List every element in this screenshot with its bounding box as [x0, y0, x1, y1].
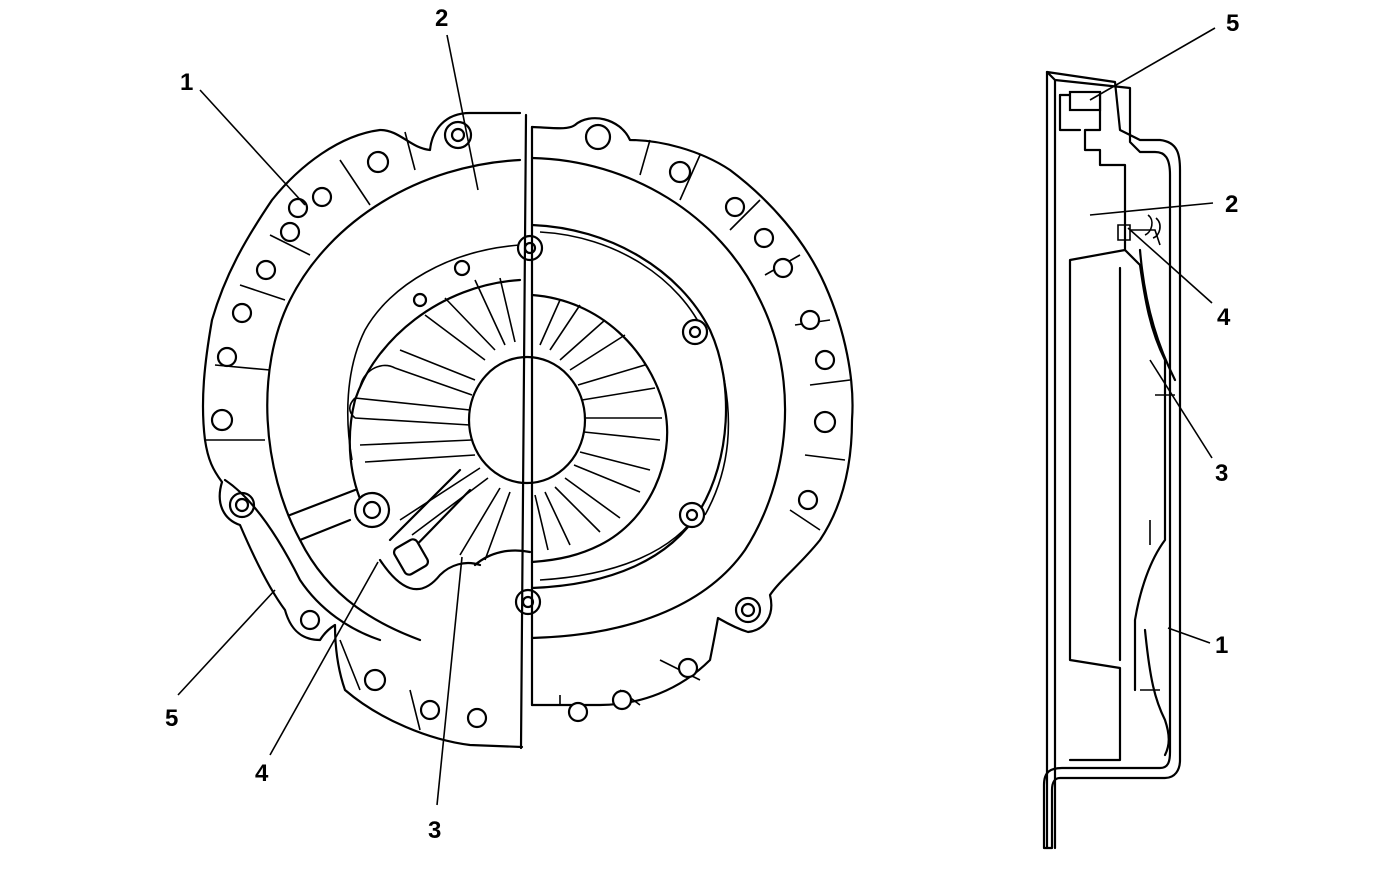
split-line: [519, 113, 528, 750]
front-callout-2: 2: [435, 5, 448, 32]
cover-flange-outline-right: [530, 117, 854, 707]
cover-inner-ring-right: [530, 156, 787, 640]
diaphragm-center-opening: [467, 355, 587, 485]
front-view: 1 2 3 4 5: [165, 5, 854, 844]
diaphragm-outer-right: [530, 293, 669, 564]
side-leaders: [1089, 27, 1216, 644]
front-callout-3: 3: [428, 817, 441, 844]
side-callout-1: 1: [1215, 632, 1228, 659]
side-callout-5: 5: [1226, 10, 1239, 37]
front-callout-5: 5: [165, 705, 178, 732]
front-leaders: [177, 34, 479, 806]
pivot-rivets: [353, 234, 709, 616]
side-pressure-plate: [1058, 93, 1127, 762]
front-callout-4: 4: [255, 760, 269, 787]
side-view: 5 2 4 3 1: [1042, 10, 1239, 850]
side-callout-2: 2: [1225, 191, 1238, 218]
flange-holes: [210, 120, 837, 729]
front-callout-1: 1: [180, 69, 193, 96]
pressure-plate-arc-right: [530, 223, 728, 590]
cover-step-ring-left: [347, 244, 521, 461]
side-callout-3: 3: [1215, 460, 1228, 487]
diaphragm-outer-left: [348, 278, 522, 512]
side-outer-profile: [1042, 70, 1182, 850]
side-diaphragm: [1118, 248, 1167, 692]
cover-flange-outline: [201, 111, 524, 749]
strap-lower-left: [223, 478, 382, 642]
diaphragm-fingers: [348, 277, 662, 561]
cover-inner-ring-left: [266, 158, 522, 642]
side-callout-4: 4: [1217, 304, 1231, 331]
